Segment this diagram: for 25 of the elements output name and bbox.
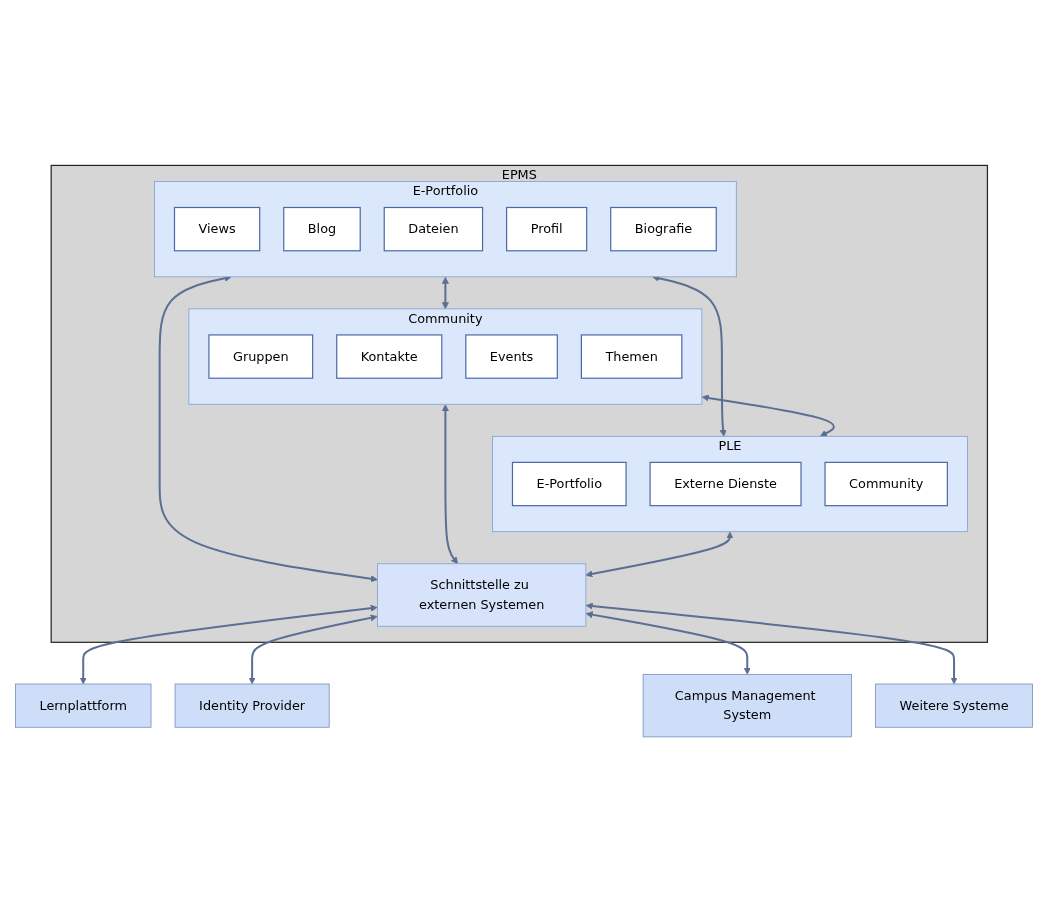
node-box: Events bbox=[465, 334, 558, 380]
arrow bbox=[585, 611, 751, 676]
arrow bbox=[248, 614, 378, 685]
node-box: Schnittstelle zu externen Systemen bbox=[377, 563, 587, 627]
node-box: Kontakte bbox=[336, 334, 443, 380]
arrow bbox=[441, 277, 449, 310]
node-box: Profil bbox=[506, 207, 588, 252]
node-box: Views bbox=[173, 207, 261, 252]
node-box: Gruppen bbox=[208, 334, 314, 380]
arrow bbox=[585, 602, 958, 685]
node-box: E-Portfolio bbox=[511, 462, 627, 507]
arrow bbox=[585, 532, 734, 578]
node-box: Community bbox=[824, 462, 948, 507]
node-box: Biografie bbox=[610, 207, 717, 252]
node-box: Weitere Systeme bbox=[875, 683, 1033, 728]
node-box: Dateien bbox=[383, 207, 484, 252]
node-box: Lernplattform bbox=[15, 683, 152, 728]
node-box: Campus Management System bbox=[642, 674, 852, 738]
node-box: Themen bbox=[580, 334, 683, 380]
node-box: Externe Dienste bbox=[649, 462, 802, 507]
arrow bbox=[701, 394, 835, 437]
arrow bbox=[79, 605, 378, 685]
node-box: Blog bbox=[283, 207, 361, 252]
node-box: Identity Provider bbox=[174, 683, 330, 728]
arrow bbox=[441, 404, 458, 565]
